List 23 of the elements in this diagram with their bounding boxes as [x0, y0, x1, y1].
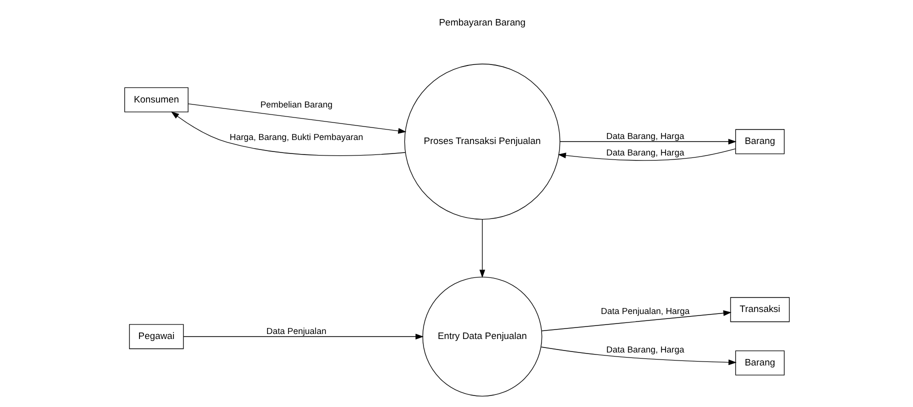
node-box: Pegawai — [128, 324, 184, 350]
node-box: Barang — [734, 350, 784, 376]
edge-label: Data Penjualan — [266, 326, 326, 336]
node-circle: Proses Transaksi Penjualan — [404, 64, 560, 220]
arrow — [557, 148, 736, 161]
arrow — [559, 138, 736, 144]
node-box: Barang — [734, 129, 784, 154]
edge-label: Data Barang, Harga — [606, 131, 684, 142]
node-circle: Entry Data Penjualan — [422, 276, 542, 397]
arrow — [478, 218, 485, 278]
node-box: Konsumen — [124, 87, 188, 112]
edge-label: Data Barang, Harga — [606, 147, 684, 158]
edge-label: Harga, Barang, Bukti Pembayaran — [229, 132, 363, 142]
edge-label: Data Barang, Harga — [606, 344, 684, 354]
arrow — [187, 103, 406, 134]
arrow — [170, 111, 406, 156]
node-box: Transaksi — [730, 297, 790, 322]
arrow — [540, 346, 736, 366]
label: Pembayaran Barang — [438, 17, 526, 28]
arrow — [540, 310, 731, 332]
edge-label: Data Penjualan, Harga — [600, 306, 690, 316]
arrow — [182, 334, 424, 340]
edge-label: Pembelian Barang — [260, 100, 332, 110]
